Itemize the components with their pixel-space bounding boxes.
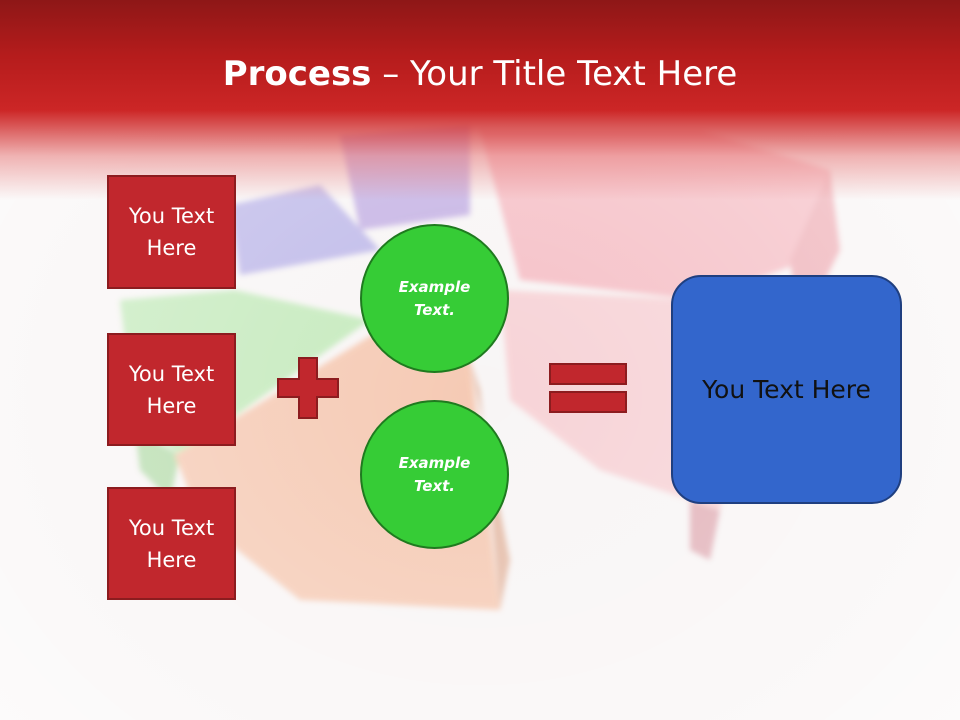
- result-box[interactable]: You Text Here: [671, 275, 902, 504]
- title-bold: Process: [222, 54, 372, 94]
- slide-title[interactable]: Process – Your Title Text Here: [0, 52, 960, 96]
- result-box-label: You Text Here: [702, 374, 871, 404]
- text-box-3[interactable]: You Text Here: [107, 487, 236, 600]
- text-box-3-label: You Text Here: [128, 515, 215, 572]
- example-circle-1[interactable]: Example Text.: [360, 224, 509, 373]
- header-band: [0, 0, 960, 200]
- plus-icon[interactable]: [277, 357, 339, 419]
- example-circle-2[interactable]: Example Text.: [360, 400, 509, 549]
- example-circle-1-label: Example Text.: [398, 277, 471, 319]
- example-circle-2-label: Example Text.: [398, 453, 471, 495]
- equals-icon-bottom-bar[interactable]: [549, 391, 627, 413]
- equals-icon-top-bar[interactable]: [549, 363, 627, 385]
- title-rest: – Your Title Text Here: [371, 54, 738, 94]
- text-box-2-label: You Text Here: [128, 361, 215, 418]
- text-box-1-label: You Text Here: [128, 204, 215, 260]
- text-box-2[interactable]: You Text Here: [107, 333, 236, 446]
- text-box-1[interactable]: You Text Here: [107, 175, 236, 289]
